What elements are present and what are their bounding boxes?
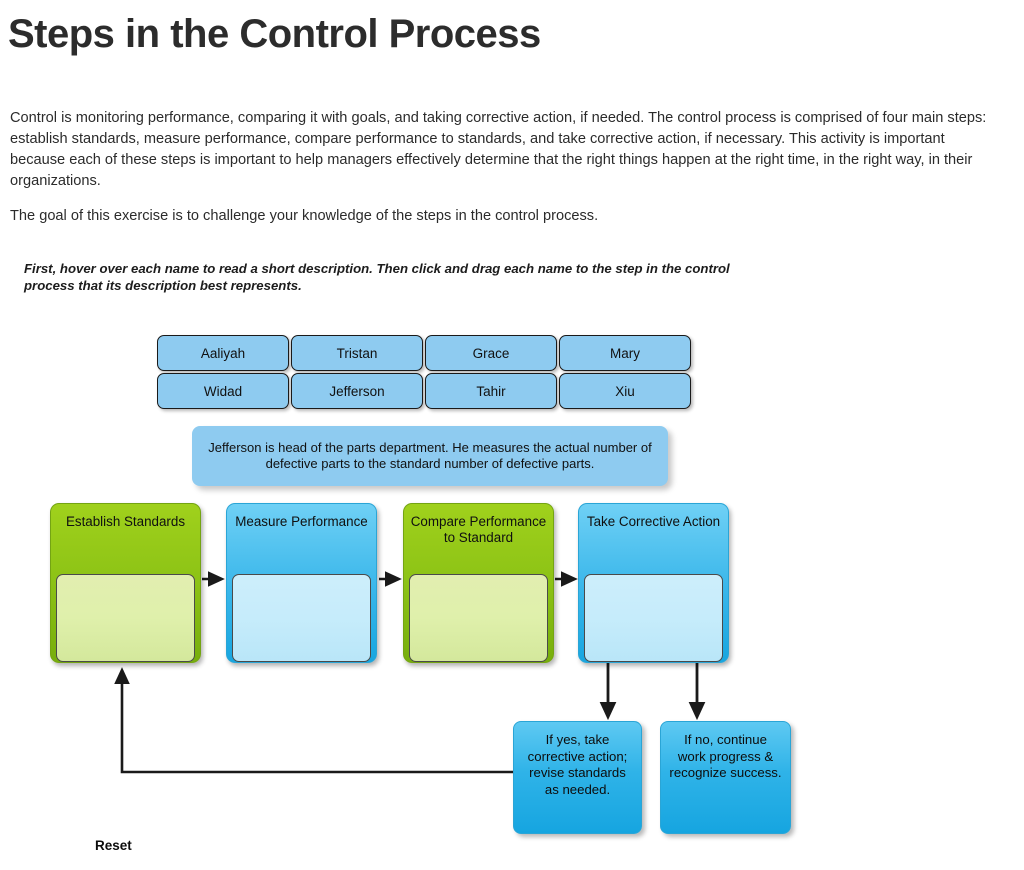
dropzone-establish-standards[interactable] <box>56 574 195 662</box>
dropzone-take-corrective-action[interactable] <box>584 574 723 662</box>
name-tiles-row-1: Aaliyah Tristan Grace Mary <box>157 335 697 371</box>
step-label-compare-performance-to-standard: Compare Performance to Standard <box>410 514 547 545</box>
page-title: Steps in the Control Process <box>8 12 541 56</box>
step-box-take-corrective-action[interactable]: Take Corrective Action <box>578 503 729 663</box>
name-tile-widad[interactable]: Widad <box>157 373 289 409</box>
name-tile-jefferson[interactable]: Jefferson <box>291 373 423 409</box>
reset-button[interactable]: Reset <box>95 838 132 853</box>
name-tile-tahir[interactable]: Tahir <box>425 373 557 409</box>
step-box-compare-performance-to-standard[interactable]: Compare Performance to Standard <box>403 503 554 663</box>
step-label-establish-standards: Establish Standards <box>65 514 186 529</box>
intro-paragraph: Control is monitoring performance, compa… <box>10 110 987 189</box>
step-box-establish-standards[interactable]: Establish Standards <box>50 503 201 663</box>
name-tiles-row-2: Widad Jefferson Tahir Xiu <box>157 373 697 409</box>
name-tiles-grid: Aaliyah Tristan Grace Mary Widad Jeffers… <box>157 335 697 411</box>
dropzone-compare-performance-to-standard[interactable] <box>409 574 548 662</box>
arrow-feedback-loop <box>114 667 513 774</box>
name-tile-grace[interactable]: Grace <box>425 335 557 371</box>
dropzone-measure-performance[interactable] <box>232 574 371 662</box>
name-tile-xiu[interactable]: Xiu <box>559 373 691 409</box>
name-tile-tristan[interactable]: Tristan <box>291 335 423 371</box>
step-box-measure-performance[interactable]: Measure Performance <box>226 503 377 663</box>
step-label-take-corrective-action: Take Corrective Action <box>586 514 721 529</box>
name-tile-aaliyah[interactable]: Aaliyah <box>157 335 289 371</box>
instruction-text: First, hover over each name to read a sh… <box>24 261 730 293</box>
name-tile-mary[interactable]: Mary <box>559 335 691 371</box>
hover-description-tooltip: Jefferson is head of the parts departmen… <box>192 426 668 486</box>
outcome-box-if-yes: If yes, take corrective action; revise s… <box>513 721 642 834</box>
goal-paragraph: The goal of this exercise is to challeng… <box>10 208 599 224</box>
step-label-measure-performance: Measure Performance <box>235 514 368 529</box>
outcome-box-if-no: If no, continue work progress & recogniz… <box>660 721 791 834</box>
